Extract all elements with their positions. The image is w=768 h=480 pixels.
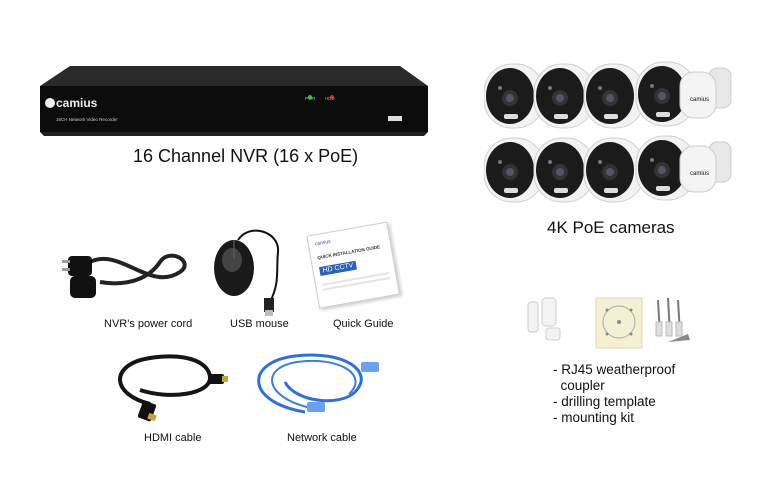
nvr-model-text: 16CH Network Video Recorder (56, 117, 118, 122)
guide-title: QUICK INSTALLATION GUIDE (316, 244, 381, 261)
nvr-recorder-image (40, 66, 428, 138)
guide-subtitle: HD CCTV (319, 260, 358, 276)
nvr-caption: 16 Channel NVR (16 x PoE) (133, 146, 359, 166)
camera-brand-label: camius (690, 97, 710, 103)
nvr-pwr-led-label: PWR (305, 96, 316, 101)
kit-item-coupler-cont: coupler (553, 378, 605, 393)
power-cord-caption: NVR's power cord (104, 318, 193, 330)
quick-guide-booklet: camius QUICK INSTALLATION GUIDE HD CCTV (299, 214, 408, 313)
hdmi-cable-image (110, 344, 234, 424)
small-parts-image (518, 294, 698, 354)
kit-item-drilling-template: - drilling template (553, 394, 656, 409)
nvr-brand-logo: camius (56, 96, 98, 110)
network-cable-caption: Network cable (287, 432, 357, 444)
kit-item-coupler: - RJ45 weatherproof (553, 362, 676, 377)
kit-item-mounting-kit: - mounting kit (553, 410, 635, 425)
quick-guide-caption: Quick Guide (333, 318, 394, 330)
usb-mouse-image (210, 222, 300, 318)
network-cable-image (245, 342, 385, 422)
usb-mouse-caption: USB mouse (230, 318, 289, 330)
cameras-caption: 4K PoE cameras (547, 218, 675, 237)
kit-contents-list: - RJ45 weatherproof coupler - drilling t… (553, 362, 675, 426)
hdmi-cable-caption: HDMI cable (144, 432, 202, 444)
power-cord-image (60, 242, 196, 304)
camera-brand-label: camius (690, 171, 710, 177)
cameras-image (483, 58, 754, 208)
nvr-hdd-led-label: HDD (325, 96, 335, 101)
